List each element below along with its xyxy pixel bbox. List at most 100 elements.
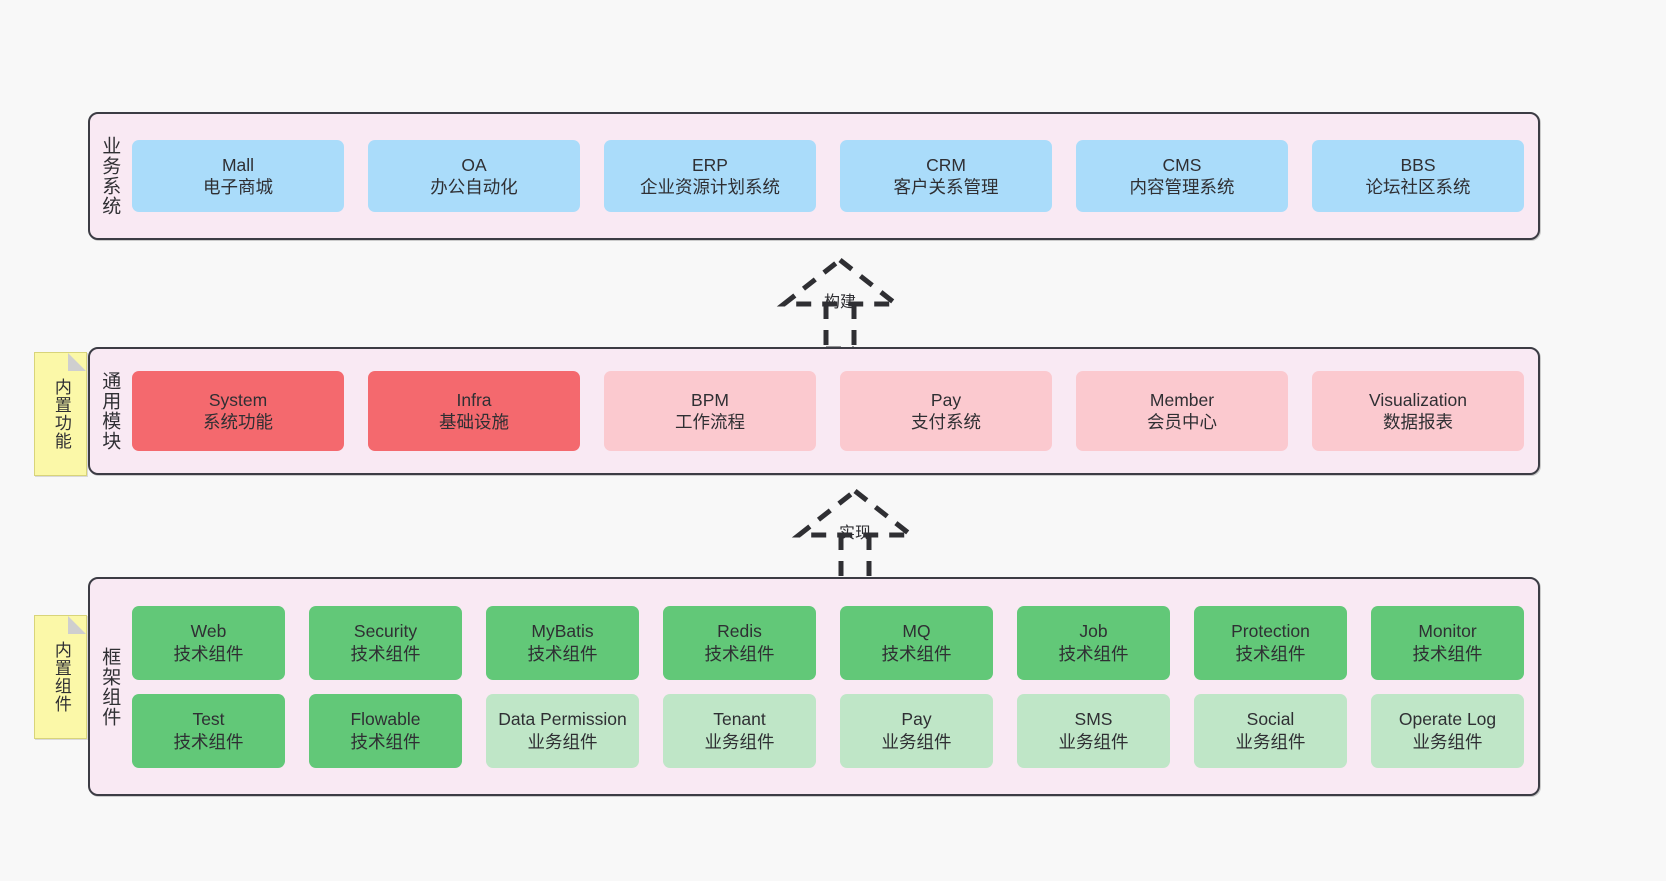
node-cms[interactable]: CMS 内容管理系统: [1076, 140, 1288, 212]
node-bbs[interactable]: BBS 论坛社区系统: [1312, 140, 1524, 212]
note-builtin-components: 内置组件: [34, 615, 87, 739]
node-pay-component[interactable]: Pay 业务组件: [840, 693, 993, 768]
node-title: Infra: [456, 389, 492, 410]
node-visualization[interactable]: Visualization 数据报表: [1312, 371, 1524, 451]
node-subtitle: 业务组件: [527, 731, 598, 752]
node-title: Job: [1079, 621, 1108, 642]
node-title: Tenant: [713, 709, 766, 730]
node-title: Pay: [901, 709, 932, 730]
node-subtitle: 业务组件: [881, 731, 952, 752]
connector-label-build: 构建: [823, 294, 856, 311]
layer-body-business: Mall 电子商城 OA 办公自动化 ERP 企业资源计划系统 CRM 客户关系…: [128, 114, 1538, 238]
node-title: Social: [1246, 709, 1295, 730]
node-subtitle: 技术组件: [350, 643, 421, 664]
node-system[interactable]: System 系统功能: [132, 371, 344, 451]
node-title: OA: [461, 154, 487, 175]
node-subtitle: 论坛社区系统: [1365, 177, 1471, 197]
node-oa[interactable]: OA 办公自动化: [368, 140, 580, 212]
node-title: Mall: [221, 154, 255, 175]
node-subtitle: 客户关系管理: [893, 177, 999, 197]
node-redis[interactable]: Redis 技术组件: [663, 605, 816, 680]
note-builtin-functions: 内置功能: [34, 352, 87, 476]
layer-title-framework: 框架组件: [99, 646, 121, 727]
node-row: Test 技术组件 Flowable 技术组件 Data Permission …: [132, 693, 1524, 768]
node-subtitle: 支付系统: [911, 412, 981, 432]
node-mybatis[interactable]: MyBatis 技术组件: [486, 605, 639, 680]
node-subtitle: 业务组件: [704, 731, 775, 752]
node-infra[interactable]: Infra 基础设施: [368, 371, 580, 451]
node-title: ERP: [692, 154, 728, 175]
node-row: System 系统功能 Infra 基础设施 BPM 工作流程 Pay 支付系统…: [132, 371, 1524, 451]
node-pay-module[interactable]: Pay 支付系统: [840, 371, 1052, 451]
node-tenant[interactable]: Tenant 业务组件: [663, 693, 816, 768]
node-title: Redis: [717, 621, 762, 642]
node-title: BBS: [1400, 154, 1436, 175]
node-subtitle: 技术组件: [1058, 643, 1129, 664]
node-title: SMS: [1074, 709, 1113, 730]
layer-business-system: 业务系统 Mall 电子商城 OA 办公自动化 ERP 企业资源计划系统 CRM…: [88, 112, 1540, 240]
node-title: Member: [1149, 389, 1215, 410]
node-protection[interactable]: Protection 技术组件: [1194, 605, 1347, 680]
node-erp[interactable]: ERP 企业资源计划系统: [604, 140, 816, 212]
node-subtitle: 技术组件: [881, 643, 952, 664]
connector-build: 构建: [750, 256, 930, 352]
node-row: Web 技术组件 Security 技术组件 MyBatis 技术组件 Redi…: [132, 605, 1524, 680]
node-sms[interactable]: SMS 业务组件: [1017, 693, 1170, 768]
node-subtitle: 技术组件: [704, 643, 775, 664]
node-test[interactable]: Test 技术组件: [132, 693, 285, 768]
node-mq[interactable]: MQ 技术组件: [840, 605, 993, 680]
node-subtitle: 技术组件: [173, 731, 244, 752]
note-label: 内置功能: [51, 378, 71, 450]
node-title: Flowable: [350, 709, 421, 730]
layer-title-common: 通用模块: [99, 371, 121, 451]
node-title: System: [208, 389, 268, 410]
layer-framework-component: 框架组件 Web 技术组件 Security 技术组件 MyBatis 技术组件…: [88, 577, 1540, 796]
node-title: Operate Log: [1398, 709, 1497, 730]
node-subtitle: 业务组件: [1058, 731, 1129, 752]
connector-label-implement: 实现: [838, 525, 871, 542]
node-title: Data Permission: [498, 709, 627, 730]
node-title: Visualization: [1369, 389, 1467, 410]
node-subtitle: 技术组件: [1412, 643, 1483, 664]
node-job[interactable]: Job 技术组件: [1017, 605, 1170, 680]
layer-common-module: 通用模块 System 系统功能 Infra 基础设施 BPM 工作流程 Pay…: [88, 347, 1540, 475]
node-subtitle: 数据报表: [1383, 412, 1453, 432]
node-web[interactable]: Web 技术组件: [132, 605, 285, 680]
node-title: Protection: [1231, 621, 1310, 642]
node-title: BPM: [691, 389, 729, 410]
node-member[interactable]: Member 会员中心: [1076, 371, 1288, 451]
node-subtitle: 办公自动化: [430, 177, 518, 197]
node-mall[interactable]: Mall 电子商城: [132, 140, 344, 212]
node-title: MQ: [902, 621, 931, 642]
node-title: Security: [353, 621, 418, 642]
node-row: Mall 电子商城 OA 办公自动化 ERP 企业资源计划系统 CRM 客户关系…: [132, 140, 1524, 212]
note-label: 内置组件: [51, 641, 71, 713]
node-title: Pay: [930, 389, 962, 410]
node-subtitle: 工作流程: [675, 412, 745, 432]
node-operate-log[interactable]: Operate Log 业务组件: [1371, 693, 1524, 768]
node-title: Monitor: [1418, 621, 1477, 642]
node-security[interactable]: Security 技术组件: [309, 605, 462, 680]
node-title: Web: [190, 621, 227, 642]
node-subtitle: 技术组件: [527, 643, 598, 664]
node-monitor[interactable]: Monitor 技术组件: [1371, 605, 1524, 680]
node-subtitle: 技术组件: [173, 643, 244, 664]
node-bpm[interactable]: BPM 工作流程: [604, 371, 816, 451]
connector-implement: 实现: [765, 487, 945, 583]
node-subtitle: 内容管理系统: [1129, 177, 1235, 197]
node-subtitle: 业务组件: [1235, 731, 1306, 752]
node-title: Test: [192, 709, 225, 730]
node-subtitle: 技术组件: [1235, 643, 1306, 664]
node-subtitle: 系统功能: [203, 412, 273, 432]
node-subtitle: 基础设施: [439, 412, 509, 432]
layer-body-framework: Web 技术组件 Security 技术组件 MyBatis 技术组件 Redi…: [128, 579, 1538, 794]
node-flowable[interactable]: Flowable 技术组件: [309, 693, 462, 768]
node-social[interactable]: Social 业务组件: [1194, 693, 1347, 768]
node-data-permission[interactable]: Data Permission 业务组件: [486, 693, 639, 768]
node-title: CMS: [1162, 154, 1202, 175]
node-crm[interactable]: CRM 客户关系管理: [840, 140, 1052, 212]
node-title: MyBatis: [531, 621, 594, 642]
layer-title-business: 业务系统: [99, 136, 121, 216]
node-subtitle: 会员中心: [1147, 412, 1217, 432]
